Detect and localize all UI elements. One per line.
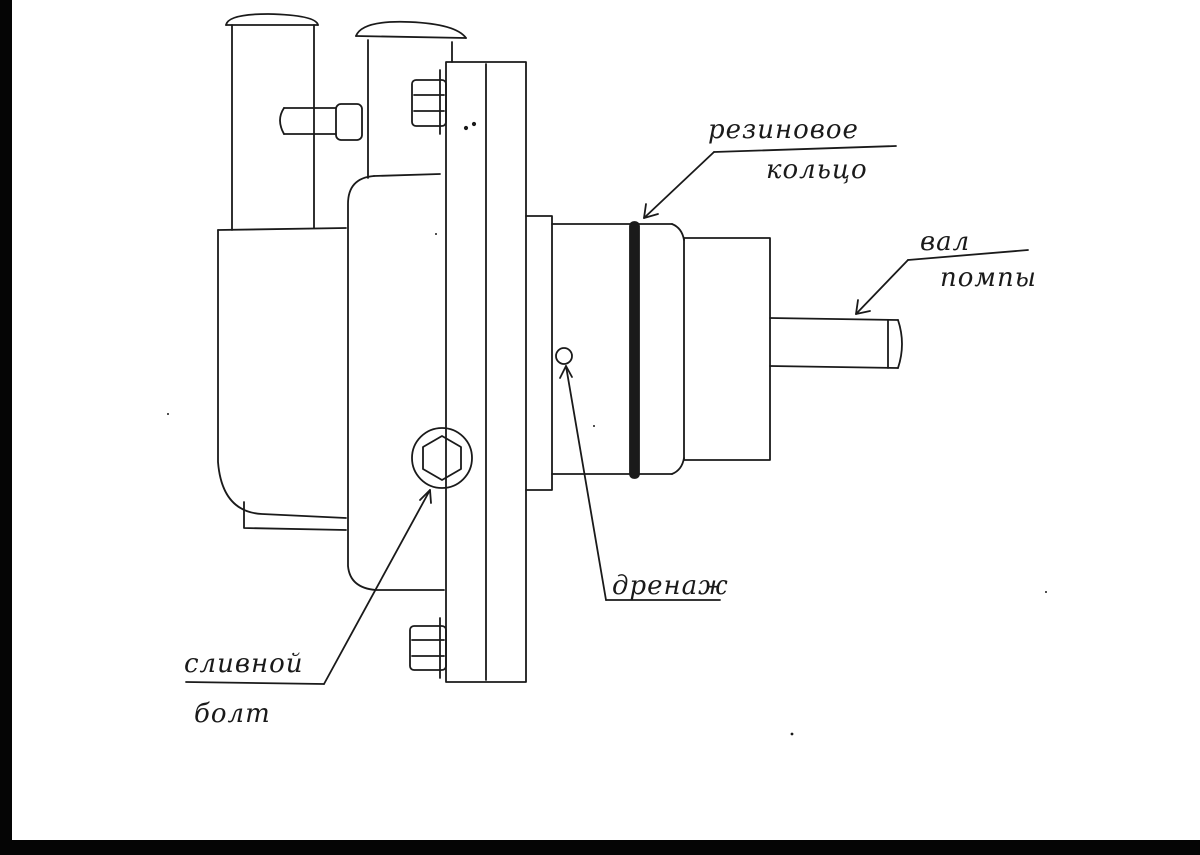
volute-housing xyxy=(217,227,347,531)
scan-specks xyxy=(167,233,1047,736)
pump-body xyxy=(347,173,445,591)
flange-bolt-top xyxy=(411,69,447,135)
leader-drain-bolt xyxy=(185,489,432,685)
inlet-pipe-left xyxy=(225,13,319,231)
scan-border-bottom xyxy=(0,840,1200,855)
label-rubber-ring-2: кольцо xyxy=(766,155,868,185)
mounting-flange xyxy=(445,61,527,683)
leader-drain xyxy=(559,365,721,601)
drain-hole xyxy=(555,347,573,365)
label-drain: дренаж xyxy=(612,571,729,601)
label-rubber-ring-1: резиновое xyxy=(708,115,859,145)
inlet-pipe-right xyxy=(355,20,467,179)
label-drain-bolt-1: сливной xyxy=(184,649,304,679)
pump-shaft xyxy=(769,317,903,369)
leader-shaft xyxy=(855,249,1029,315)
bearing-collar xyxy=(525,215,553,491)
flange-bolt-bottom xyxy=(409,617,447,679)
hose-nipple xyxy=(279,103,363,141)
label-shaft-2: помпы xyxy=(940,263,1037,293)
drain-bolt-hex xyxy=(411,427,473,489)
bearing-housing xyxy=(551,223,771,475)
label-drain-bolt-2: болт xyxy=(194,699,271,729)
label-shaft-1: вал xyxy=(920,227,970,257)
rubber-o-ring xyxy=(629,221,640,479)
leader-rubber-ring xyxy=(643,145,897,219)
scan-border-left xyxy=(0,0,12,855)
